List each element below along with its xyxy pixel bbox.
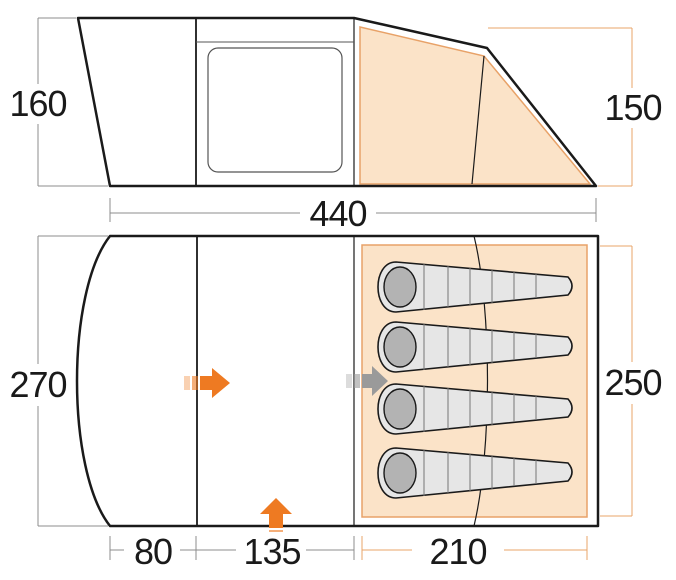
side-elevation (76, 16, 598, 188)
floor-pole-line (473, 235, 489, 527)
dim-side-160: 160 (6, 17, 108, 187)
dim-bottom-row: 80 135 210 (109, 531, 588, 572)
sleeping-bag (377, 261, 573, 313)
dim-total-440: 440 (109, 192, 597, 234)
dim-label-440: 440 (309, 193, 366, 234)
bedroom-entrance-arrow (346, 366, 388, 396)
dim-label-250: 250 (604, 362, 661, 403)
sleeping-bag (377, 321, 573, 373)
dim-label-80: 80 (134, 531, 172, 572)
dim-floor-250: 250 (600, 245, 666, 517)
side-window (207, 47, 343, 173)
side-entrance-arrow (184, 368, 230, 398)
side-outline (76, 16, 598, 188)
dim-label-135: 135 (243, 531, 300, 572)
sleeping-bag-hood (383, 326, 417, 368)
sleeping-bag-hood (383, 452, 417, 494)
dim-side-150: 150 (488, 27, 666, 187)
sleeping-bags (377, 261, 573, 499)
dim-floor-270: 270 (6, 235, 108, 527)
dim-label-270: 270 (9, 364, 66, 405)
sleeping-bag (377, 447, 573, 499)
side-bedroom-panel (359, 26, 592, 185)
sleeping-bag-hood (383, 266, 417, 308)
dim-label-160: 160 (9, 83, 66, 124)
dim-label-210: 210 (429, 531, 486, 572)
sleeping-bag (377, 383, 573, 435)
floor-outline (75, 234, 600, 528)
dim-label-150: 150 (604, 87, 661, 128)
side-bedroom-seam (471, 55, 485, 185)
sleeping-bag-hood (383, 388, 417, 430)
